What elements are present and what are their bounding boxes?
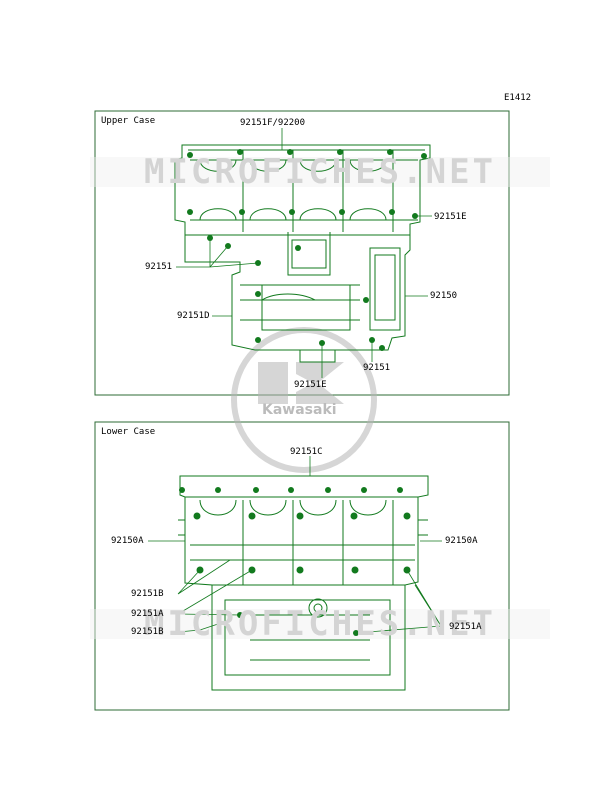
watermark-lower-band <box>90 609 550 639</box>
label-upper-g: 92151E <box>294 380 327 390</box>
label-lower-b: 92150A <box>111 536 144 546</box>
label-upper-f: 92151 <box>363 363 391 373</box>
label-lower-c: 92150A <box>445 536 478 546</box>
label-upper-d: 92150 <box>430 291 458 301</box>
diagram-id: E1412 <box>504 93 532 103</box>
label-upper-c: 92151 <box>145 262 173 272</box>
watermark-site-lower: MICROFICHES.NET <box>143 604 497 644</box>
label-lower-g: 92151A <box>449 622 482 632</box>
label-lower-f: 92151B <box>131 627 164 637</box>
upper-leaders <box>176 128 432 378</box>
watermark-site-upper: MICROFICHES.NET <box>143 152 497 192</box>
label-lower-e: 92151A <box>131 609 164 619</box>
lower-bolts <box>179 487 411 636</box>
lower-leaders <box>148 456 442 634</box>
watermark-upper-band <box>90 157 550 187</box>
upper-bolts <box>187 149 427 351</box>
lower-case-frame <box>94 421 510 711</box>
upper-case-drawing <box>174 144 431 363</box>
label-upper-e: 92151D <box>177 311 210 321</box>
label-upper-a: 92151F/92200 <box>240 118 306 128</box>
lower-case-drawing <box>178 475 429 691</box>
label-upper-b: 92151E <box>434 212 467 222</box>
label-lower-a: 92151C <box>290 447 323 457</box>
label-lower-d: 92151B <box>131 589 164 599</box>
watermark-brand: Kawasaki <box>262 402 337 418</box>
upper-case-title: Upper Case <box>101 116 156 126</box>
lower-case-title: Lower Case <box>101 427 156 437</box>
